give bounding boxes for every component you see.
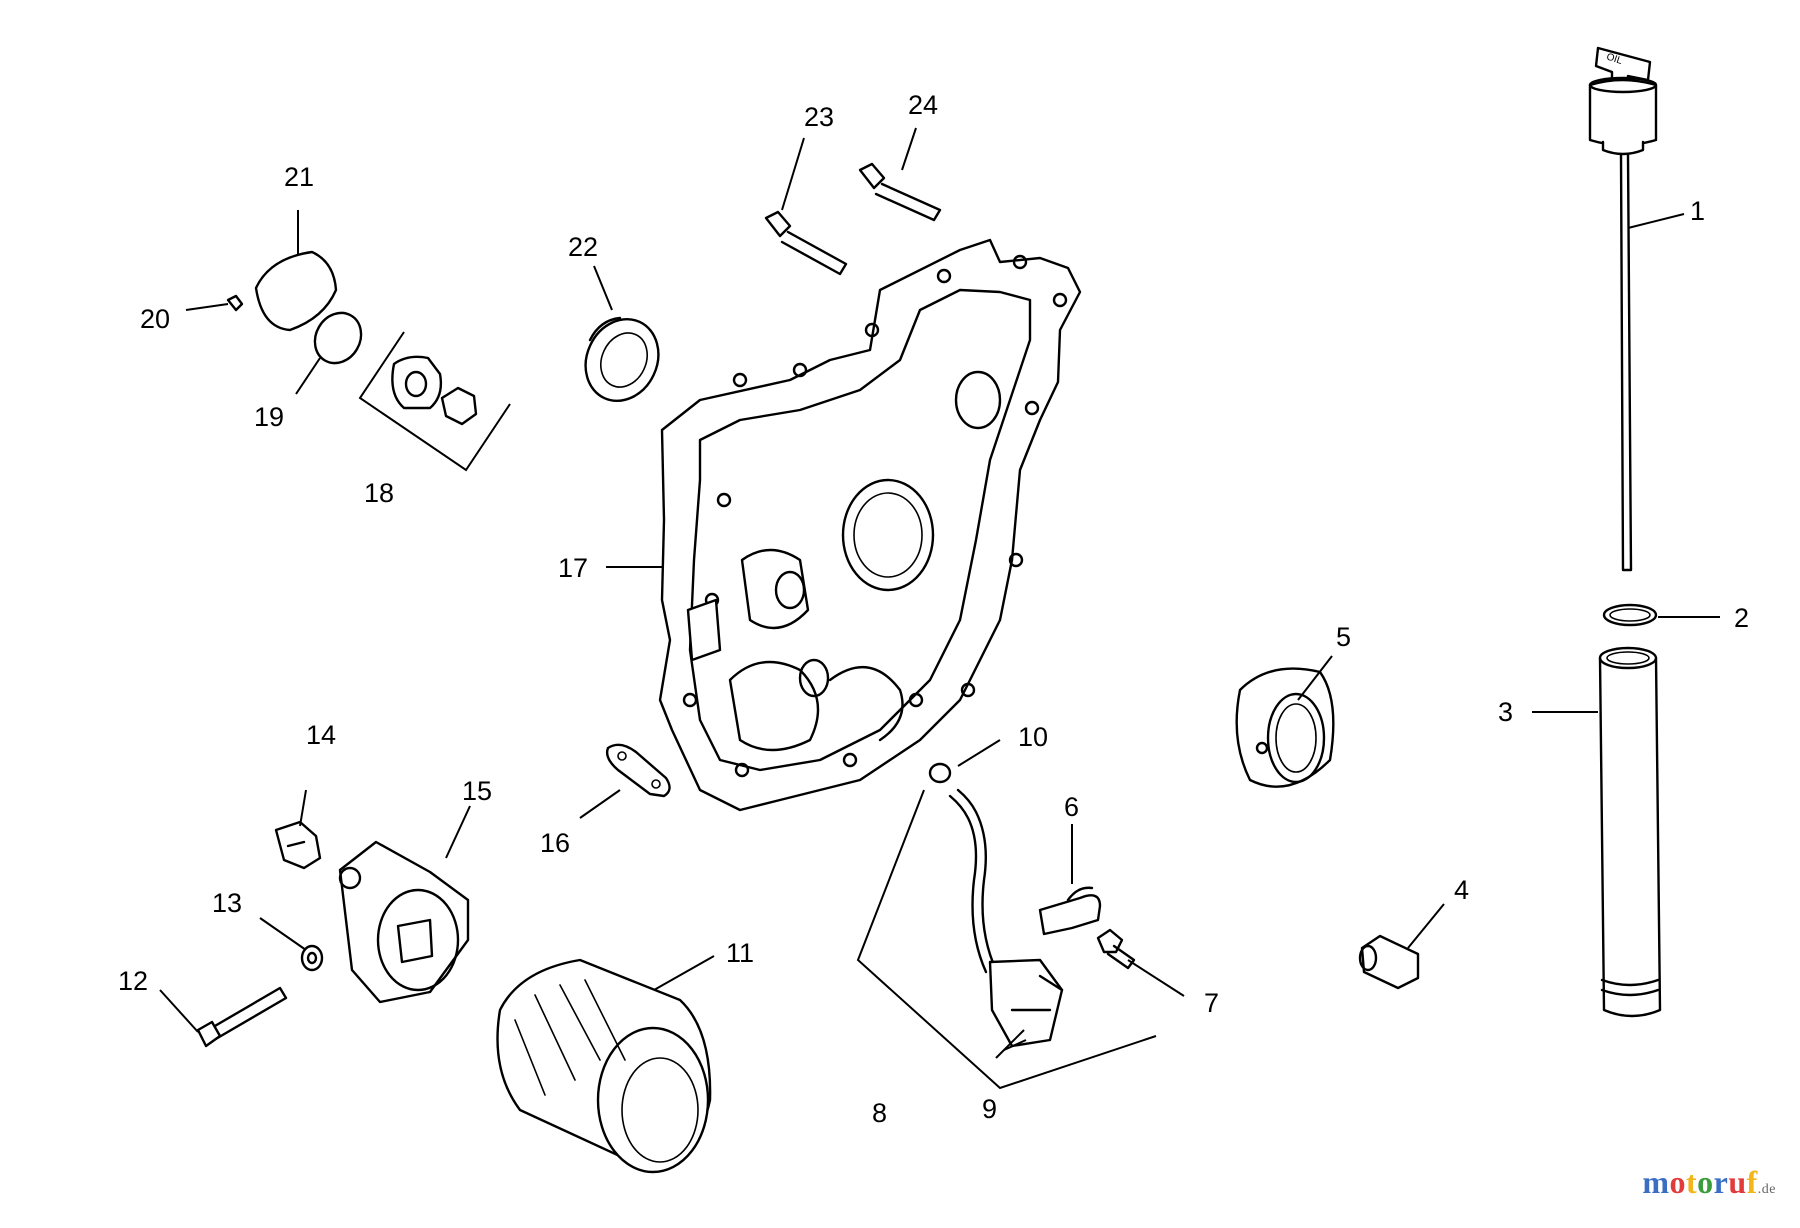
callout-13: 13 [212,888,242,918]
watermark-letter: f [1746,1164,1758,1200]
filter-adapter-part-15 [338,840,470,1004]
watermark-letter: r [1713,1164,1729,1200]
callout-1: 1 [1690,196,1705,226]
callout-2: 2 [1734,603,1749,633]
callout-5: 5 [1336,622,1351,652]
callout-4: 4 [1454,875,1469,905]
watermark-letter: o [1669,1164,1686,1200]
callout-19: 19 [254,402,284,432]
watermark-letter: o [1697,1164,1714,1200]
dipstick-cap-text: OIL [1605,52,1624,68]
callout-24: 24 [908,90,938,120]
watermark-logo: motoruf.de [1642,1164,1776,1201]
watermark-letter: t [1685,1164,1698,1200]
callout-15: 15 [462,776,492,806]
sensor-wire-part-9 [948,788,1064,1048]
bushing-part-5 [1235,667,1335,788]
clip-part-6 [1038,886,1102,936]
o-ring-part-10 [928,762,952,784]
watermark-letter: u [1728,1164,1747,1200]
callout-23: 23 [804,102,834,132]
gear-cover-part-17 [658,238,1082,812]
callout-16: 16 [540,828,570,858]
callout-10: 10 [1018,722,1048,752]
cover-plate-part-21 [254,250,338,332]
callout-8: 8 [872,1098,887,1128]
callout-17: 17 [558,553,588,583]
leader-lines [159,127,1720,1090]
watermark-letter: m [1642,1164,1670,1200]
callout-6: 6 [1064,792,1079,822]
callout-9: 9 [982,1094,997,1124]
screw-part-7 [1096,928,1136,970]
callout-18: 18 [364,478,394,508]
watermark-suffix: .de [1757,1182,1776,1197]
callout-14: 14 [306,720,336,750]
oil-seal-part-22 [584,316,660,403]
callout-7: 7 [1204,988,1219,1018]
dipstick-part: OIL [1588,46,1658,572]
drive-assembly-part-18 [358,331,511,472]
watermark-text: motoruf [1642,1164,1757,1200]
o-ring-part-2 [1602,603,1658,627]
screw-part-20 [226,294,244,312]
callout-21: 21 [284,162,314,192]
callout-12: 12 [118,966,148,996]
callout-numbers: 1 2 3 4 5 6 7 8 9 10 11 12 13 14 15 16 1… [118,90,1749,1128]
gasket-part-16 [605,743,671,798]
fitting-part-4 [1358,934,1420,990]
oil-pressure-switch-part-14 [274,820,322,870]
bolt-part-12 [196,986,288,1048]
o-ring-part-19 [313,311,363,365]
dipstick-tube-part [1598,646,1662,1018]
oil-filter-part-11 [496,958,712,1174]
bolt-part-24 [858,162,942,222]
bolt-part-23 [764,210,848,276]
callout-11: 11 [726,938,754,968]
washer-part-13 [300,944,324,972]
callout-3: 3 [1498,697,1513,727]
callout-20: 20 [140,304,170,334]
callout-22: 22 [568,232,598,262]
